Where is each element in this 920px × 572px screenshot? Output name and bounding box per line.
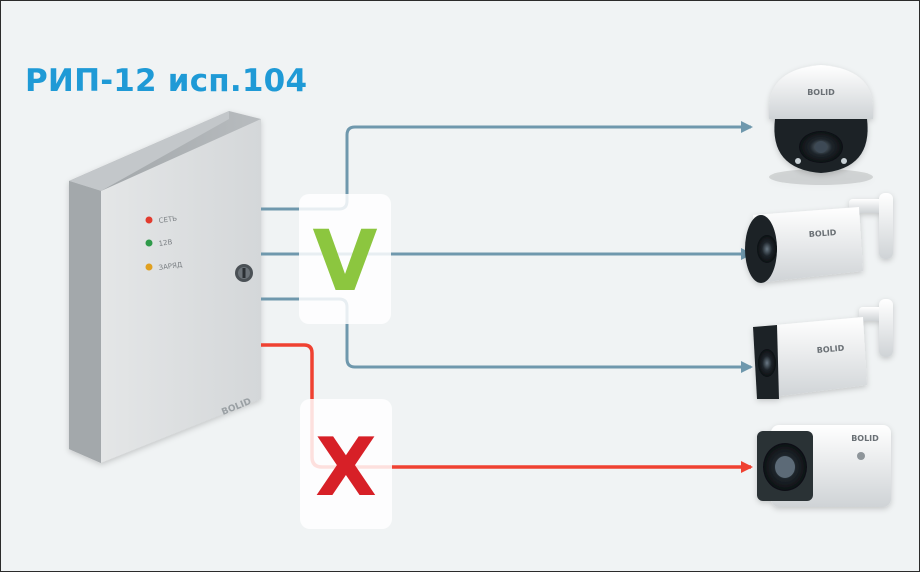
status-panel-ok <box>299 194 391 324</box>
svg-text:BOLID: BOLID <box>816 344 845 355</box>
diagram-title: РИП-12 исп.104 <box>25 63 308 99</box>
svg-text:BOLID: BOLID <box>809 228 838 239</box>
status-panel-fail <box>300 399 392 529</box>
indicator-led-12v: 12В <box>145 238 173 248</box>
indicator-led-charge: ЗАРЯД <box>145 261 183 272</box>
power-supply-unit <box>69 111 261 463</box>
dome-camera-icon: BOLID <box>769 65 873 185</box>
box-camera-icon: BOLID <box>757 425 891 507</box>
svg-text:BOLID: BOLID <box>851 434 879 443</box>
svg-text:СЕТЬ: СЕТЬ <box>158 214 178 225</box>
lock-icon <box>235 264 253 282</box>
bullet-camera-2-icon: BOLID <box>753 299 893 399</box>
svg-text:BOLID: BOLID <box>807 88 835 97</box>
check-mark-icon: V <box>312 212 377 310</box>
svg-text:12В: 12В <box>158 238 173 248</box>
svg-text:ЗАРЯД: ЗАРЯД <box>158 261 183 272</box>
bullet-camera-1-icon: BOLID <box>745 193 893 283</box>
cross-mark-icon: X <box>315 421 377 514</box>
indicator-led-power: СЕТЬ <box>145 214 178 225</box>
